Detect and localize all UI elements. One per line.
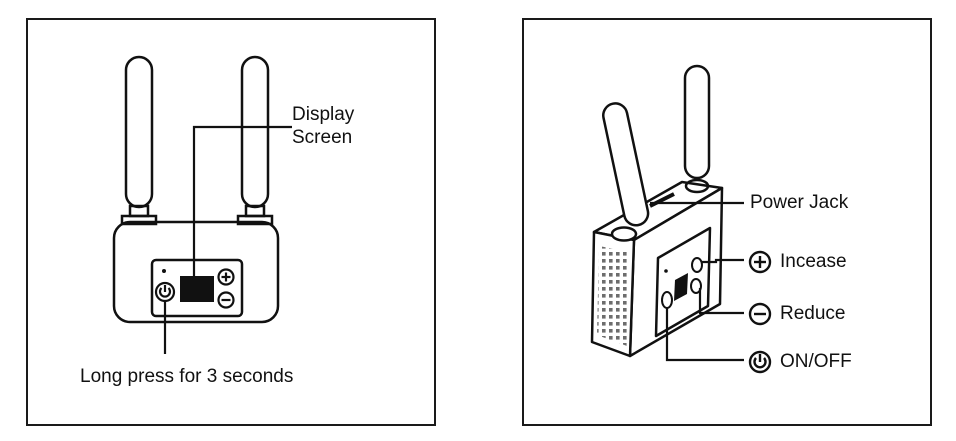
increase-leader-line xyxy=(701,258,744,264)
perspective-view-panel: Power Jack Incease Reduce ON/OFF xyxy=(522,18,932,426)
increase-label: Incease xyxy=(780,251,847,272)
display-leader-line xyxy=(192,125,292,278)
left-antenna-base xyxy=(120,214,158,226)
display-screen xyxy=(180,276,214,302)
led-dot xyxy=(664,269,668,273)
side-vent xyxy=(597,246,630,346)
onoff-label: ON/OFF xyxy=(780,351,852,372)
power-jack-label: Power Jack xyxy=(750,192,849,213)
onoff-leader-line xyxy=(665,308,744,362)
power-button xyxy=(154,281,176,303)
right-antenna xyxy=(240,55,270,209)
front-view-panel: Display Screen Long press for 3 seconds xyxy=(26,18,436,426)
reduce-icon xyxy=(748,302,772,326)
plus-button xyxy=(217,268,235,286)
long-press-label: Long press for 3 seconds xyxy=(80,366,294,387)
power-icon xyxy=(748,350,772,374)
device-body xyxy=(112,220,280,324)
minus-button xyxy=(690,278,702,294)
front-view-drawing xyxy=(112,55,292,354)
left-antenna xyxy=(124,55,154,209)
increase-icon xyxy=(748,250,772,274)
power-jack-slot xyxy=(649,192,675,208)
control-plate xyxy=(654,226,712,338)
reduce-leader-line xyxy=(698,288,744,315)
perspective-view-drawing xyxy=(590,64,772,374)
front-antenna-joint xyxy=(610,226,638,242)
front-antenna xyxy=(602,102,650,227)
control-plate xyxy=(150,258,244,318)
reduce-label: Reduce xyxy=(780,303,846,324)
display-label-line2: Screen xyxy=(292,127,353,148)
minus-button xyxy=(217,291,235,309)
plus-button xyxy=(691,257,703,273)
back-antenna xyxy=(683,64,711,180)
display-screen xyxy=(674,273,688,301)
led-dot xyxy=(162,269,166,273)
display-label-line1: Display xyxy=(292,104,355,125)
